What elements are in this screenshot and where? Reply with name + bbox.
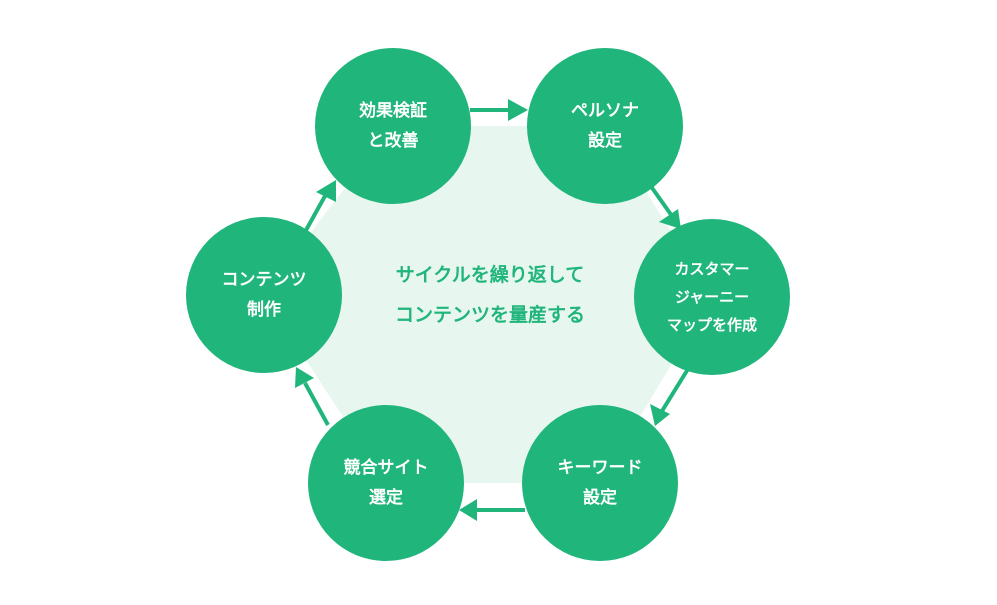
node-keyword: キーワード設定 — [522, 405, 678, 561]
center-caption: サイクルを繰り返して コンテンツを量産する — [360, 255, 620, 335]
node-label: ペルソナ — [571, 101, 639, 121]
node-content-production: コンテンツ制作 — [186, 217, 342, 373]
node-label: 効果検証 — [359, 101, 427, 121]
node-label: ジャーニー — [674, 288, 750, 306]
node-persona: ペルソナ設定 — [527, 48, 683, 204]
node-label: キーワード — [557, 458, 643, 478]
node-competitor: 競合サイト選定 — [308, 405, 464, 561]
center-caption-line-2: コンテンツを量産する — [394, 304, 585, 326]
node-effect-review: 効果検証と改善 — [315, 48, 471, 204]
arrow-persona-to-journey — [648, 183, 674, 218]
node-label: コンテンツ — [221, 270, 307, 290]
node-label: 設定 — [583, 488, 617, 508]
arrow-head-1 — [508, 99, 528, 121]
node-customer-journey: カスタマージャーニーマップを作成 — [634, 219, 790, 375]
arrow-journey-to-keyword — [660, 367, 690, 413]
node-label: マップを作成 — [666, 316, 757, 334]
arrow-head-3 — [650, 404, 670, 426]
node-label: カスタマー — [674, 260, 750, 278]
arrow-head-5 — [295, 367, 314, 388]
node-label: と改善 — [367, 131, 419, 151]
node-label: 選定 — [369, 488, 403, 508]
node-label: 制作 — [247, 300, 281, 320]
node-label: 競合サイト — [343, 458, 429, 478]
arrow-head-2 — [659, 209, 681, 229]
center-caption-line-1: サイクルを繰り返して — [395, 264, 585, 286]
arrow-head-6 — [316, 180, 336, 202]
arrow-head-4 — [459, 499, 477, 521]
node-label: 設定 — [588, 131, 622, 151]
hexagon-background — [263, 126, 712, 483]
arrow-content-to-effect — [303, 195, 327, 233]
arrow-competitor-to-content — [303, 382, 330, 426]
